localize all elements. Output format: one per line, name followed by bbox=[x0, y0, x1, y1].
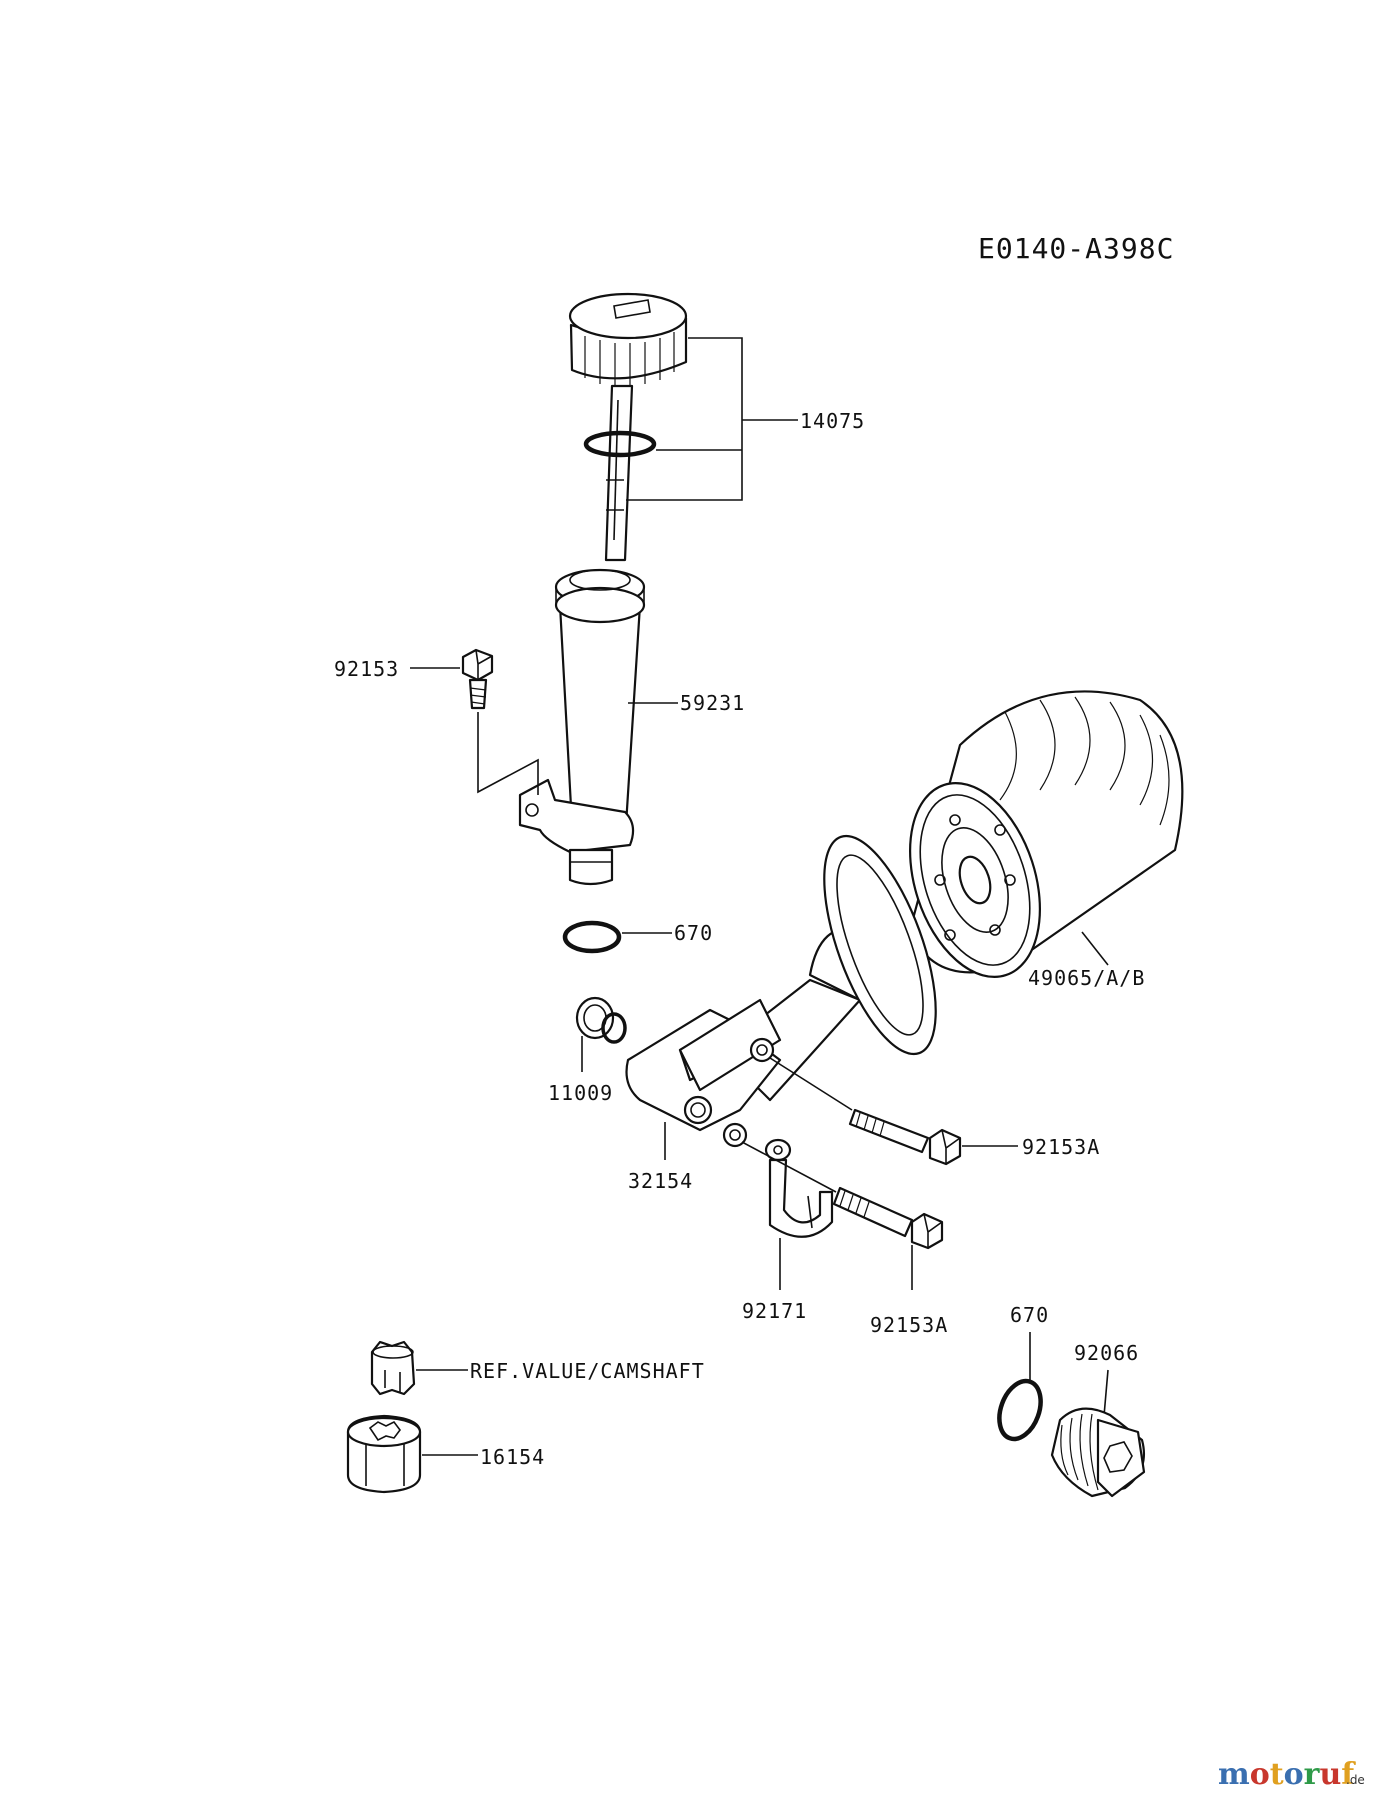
bolt-92153A-lower[interactable] bbox=[832, 1186, 944, 1250]
label-11009: 11009 bbox=[548, 1081, 613, 1105]
camshaft-gear bbox=[370, 1340, 416, 1396]
label-92153A-upper: 92153A bbox=[1022, 1135, 1100, 1159]
label-670-bottom: 670 bbox=[1010, 1303, 1049, 1327]
label-59231: 59231 bbox=[680, 691, 745, 715]
watermark-logo: motoruf .de bbox=[1218, 1757, 1365, 1792]
label-ref-camshaft: REF.VALUE/CAMSHAFT bbox=[470, 1359, 705, 1383]
dipstick-cap[interactable] bbox=[568, 292, 688, 386]
leader-14075 bbox=[626, 337, 798, 501]
label-92066: 92066 bbox=[1074, 1341, 1139, 1365]
leader-92066 bbox=[1103, 1369, 1109, 1417]
dipstick-o-ring[interactable] bbox=[583, 430, 657, 458]
label-92171: 92171 bbox=[742, 1299, 807, 1323]
label-16154: 16154 bbox=[480, 1445, 545, 1469]
dipstick-rod bbox=[604, 384, 634, 562]
clamp-92171[interactable] bbox=[764, 1138, 834, 1238]
seal-11009[interactable] bbox=[575, 996, 627, 1044]
svg-text:.de: .de bbox=[1346, 1773, 1365, 1787]
oil-gauge-tube[interactable] bbox=[518, 568, 646, 886]
drain-plug-92066[interactable] bbox=[1050, 1407, 1146, 1498]
label-14075: 14075 bbox=[800, 409, 865, 433]
bolt-92153[interactable] bbox=[461, 648, 494, 710]
label-92153A-lower: 92153A bbox=[870, 1313, 948, 1337]
bolt-92153-align-line bbox=[477, 712, 539, 795]
label-670-top: 670 bbox=[674, 921, 713, 945]
o-ring-670-bottom[interactable] bbox=[992, 1375, 1048, 1444]
leader-92153A-lower-line bbox=[741, 1141, 837, 1193]
bolt-92153A-upper[interactable] bbox=[848, 1108, 962, 1166]
diagram-code: E0140-A398C bbox=[978, 232, 1174, 265]
svg-text:motoruf: motoruf bbox=[1218, 1757, 1356, 1792]
oil-filter[interactable] bbox=[887, 690, 1184, 993]
oil-pipe-32154[interactable] bbox=[625, 823, 959, 1148]
rotor-16154[interactable] bbox=[346, 1414, 422, 1494]
o-ring-670-top[interactable] bbox=[562, 920, 622, 954]
leader-49065 bbox=[1081, 931, 1109, 966]
label-32154: 32154 bbox=[628, 1169, 693, 1193]
label-49065: 49065/A/B bbox=[1028, 966, 1145, 990]
label-92153: 92153 bbox=[334, 657, 399, 681]
leader-92153A-upper-line bbox=[769, 1057, 853, 1111]
